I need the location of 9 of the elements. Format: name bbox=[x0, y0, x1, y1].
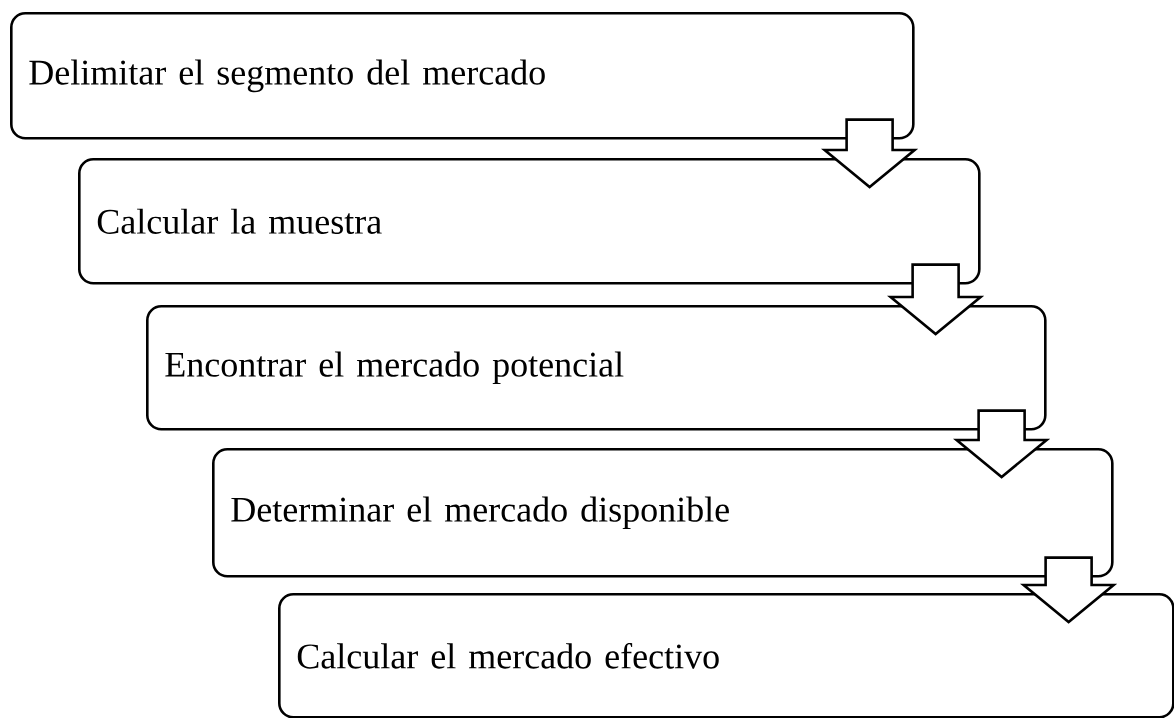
process-box: Encontrar el mercado potencial bbox=[146, 305, 1047, 431]
block-arrow bbox=[821, 118, 919, 189]
block-arrow bbox=[887, 263, 985, 336]
process-box: Delimitar el segmento del mercado bbox=[10, 12, 915, 140]
process-box: Calcular el mercado efectivo bbox=[278, 593, 1174, 718]
block-arrow bbox=[1020, 556, 1118, 624]
process-box: Calcular la muestra bbox=[78, 158, 981, 285]
block-arrow bbox=[953, 409, 1051, 479]
process-box: Determinar el mercado disponible bbox=[212, 448, 1114, 578]
